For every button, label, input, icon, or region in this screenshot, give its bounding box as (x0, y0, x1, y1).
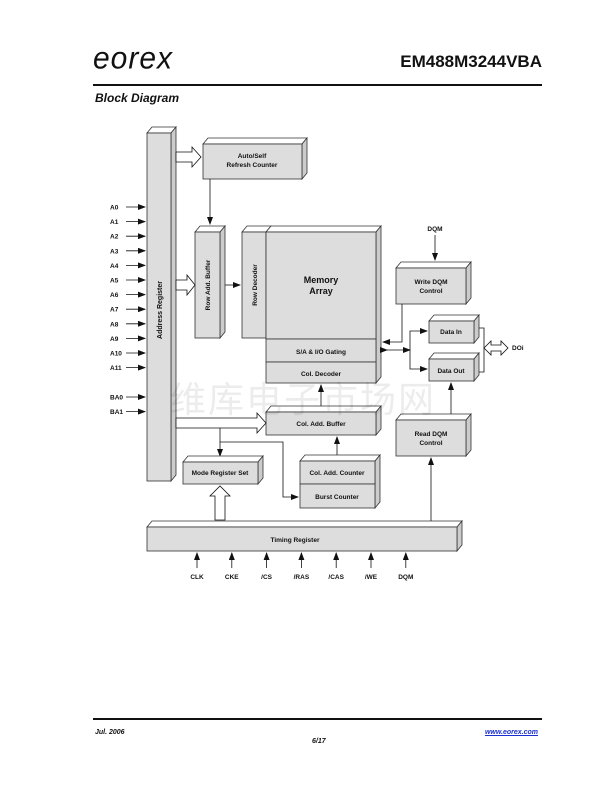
footer-website-link[interactable]: www.eorex.com (484, 729, 538, 736)
col-add-counter-block: Col. Add. Counter (299, 453, 381, 510)
line-to-burst-counter (220, 441, 299, 500)
read-dqm-label-2: Control (419, 440, 442, 447)
address-pin-label: A8 (110, 321, 119, 328)
col-add-buffer-label: Col. Add. Buffer (296, 421, 346, 428)
watermark: 维库电子市场网 (170, 380, 437, 421)
memory-array-label-1: Memory (304, 275, 339, 285)
write-dqm-control-block: Write DQM Control (395, 260, 472, 306)
line-to-data-out (409, 350, 428, 372)
data-in-label: Data In (440, 329, 462, 336)
address-pin-label: A0 (110, 205, 119, 212)
section-title: Block Diagram (95, 91, 180, 105)
control-pin-label: /WE (365, 574, 378, 581)
address-pin-label: A6 (110, 292, 119, 299)
dqm-top-label: DQM (427, 226, 442, 233)
address-pin-label: A5 (110, 278, 119, 285)
address-pin-label: A2 (110, 234, 119, 241)
address-pin-label: BA0 (110, 395, 123, 402)
company-logo: eorex (93, 41, 174, 76)
bus-arrow-refresh (175, 145, 202, 169)
footer-date: Jul. 2006 (95, 729, 125, 736)
address-pin-label: A3 (110, 248, 119, 255)
address-pin-label: A4 (110, 263, 119, 270)
mode-register-set-label: Mode Register Set (192, 470, 250, 477)
line-datain-right (479, 327, 485, 373)
col-decoder-label: Col. Decoder (301, 371, 342, 378)
header-divider (93, 84, 542, 86)
data-out-label: Data Out (437, 368, 465, 375)
address-pin-label: A11 (110, 365, 122, 372)
control-pin-label: CKE (225, 574, 239, 581)
col-decoder-block: Col. Decoder (265, 361, 377, 384)
memory-array-label-2: Array (309, 286, 333, 296)
col-add-buffer-block: Col. Add. Buffer (265, 404, 382, 437)
doi-bidir-arrow (483, 340, 509, 356)
timing-register-label: Timing Register (270, 537, 319, 544)
refresh-counter-label-2: Refresh Counter (227, 162, 278, 169)
bus-arrow-mode (209, 485, 231, 521)
read-dqm-control-block: Read DQM Control (395, 412, 472, 458)
address-pin-label: A1 (110, 219, 119, 226)
control-pin-label: /CAS (328, 574, 344, 581)
line-write-dqm-to-gating (382, 304, 403, 345)
doi-label: DOi (512, 345, 524, 352)
burst-counter-block: Burst Counter (299, 483, 376, 509)
control-pin-label: DQM (398, 574, 413, 581)
control-pin-label: /CS (261, 574, 273, 581)
data-out-block: Data Out (428, 351, 480, 383)
row-decoder-label: Row Decoder (252, 264, 259, 306)
sa-io-gating-label: S/A & I/O Gating (296, 349, 346, 356)
timing-register-block: Timing Register (146, 519, 463, 553)
row-add-buffer-label: Row Add. Buffer (205, 259, 212, 310)
write-dqm-label-2: Control (419, 288, 442, 295)
row-add-buffer-block: Row Add. Buffer (194, 224, 226, 340)
address-pin-label: A7 (110, 307, 119, 314)
part-number: EM488M3244VBA (400, 52, 542, 71)
row-decoder-block: Row Decoder (241, 225, 272, 339)
address-pin-label: BA1 (110, 409, 123, 416)
address-register-label: Address Register (157, 281, 164, 339)
write-dqm-label-1: Write DQM (414, 279, 447, 286)
address-pin-label: A9 (110, 336, 119, 343)
burst-counter-label: Burst Counter (315, 494, 359, 501)
footer-divider (93, 718, 542, 720)
address-pin-label: A10 (110, 351, 122, 358)
bus-arrow-rowbuf (175, 273, 196, 297)
refresh-counter-block: Auto/Self Refresh Counter (202, 136, 308, 181)
address-register-block: Address Register (146, 125, 177, 483)
bus-arrow-colbuf (175, 411, 267, 435)
line-to-data-in (409, 328, 428, 350)
sa-io-gating-block: S/A & I/O Gating (265, 338, 377, 363)
control-pin-label: /RAS (294, 574, 310, 581)
control-pin-label: CLK (190, 574, 204, 581)
mode-register-set-block: Mode Register Set (182, 454, 264, 486)
refresh-counter-label-1: Auto/Self (238, 153, 267, 160)
read-dqm-label-1: Read DQM (415, 431, 448, 438)
control-pins: CLK CKE/CS/RAS/CAS/WE DQM (190, 552, 413, 581)
memory-array-block: Memory Array (265, 224, 382, 385)
data-in-block: Data In (428, 313, 480, 345)
footer-page-number: 6/17 (312, 738, 326, 745)
col-add-counter-label: Col. Add. Counter (309, 470, 364, 477)
